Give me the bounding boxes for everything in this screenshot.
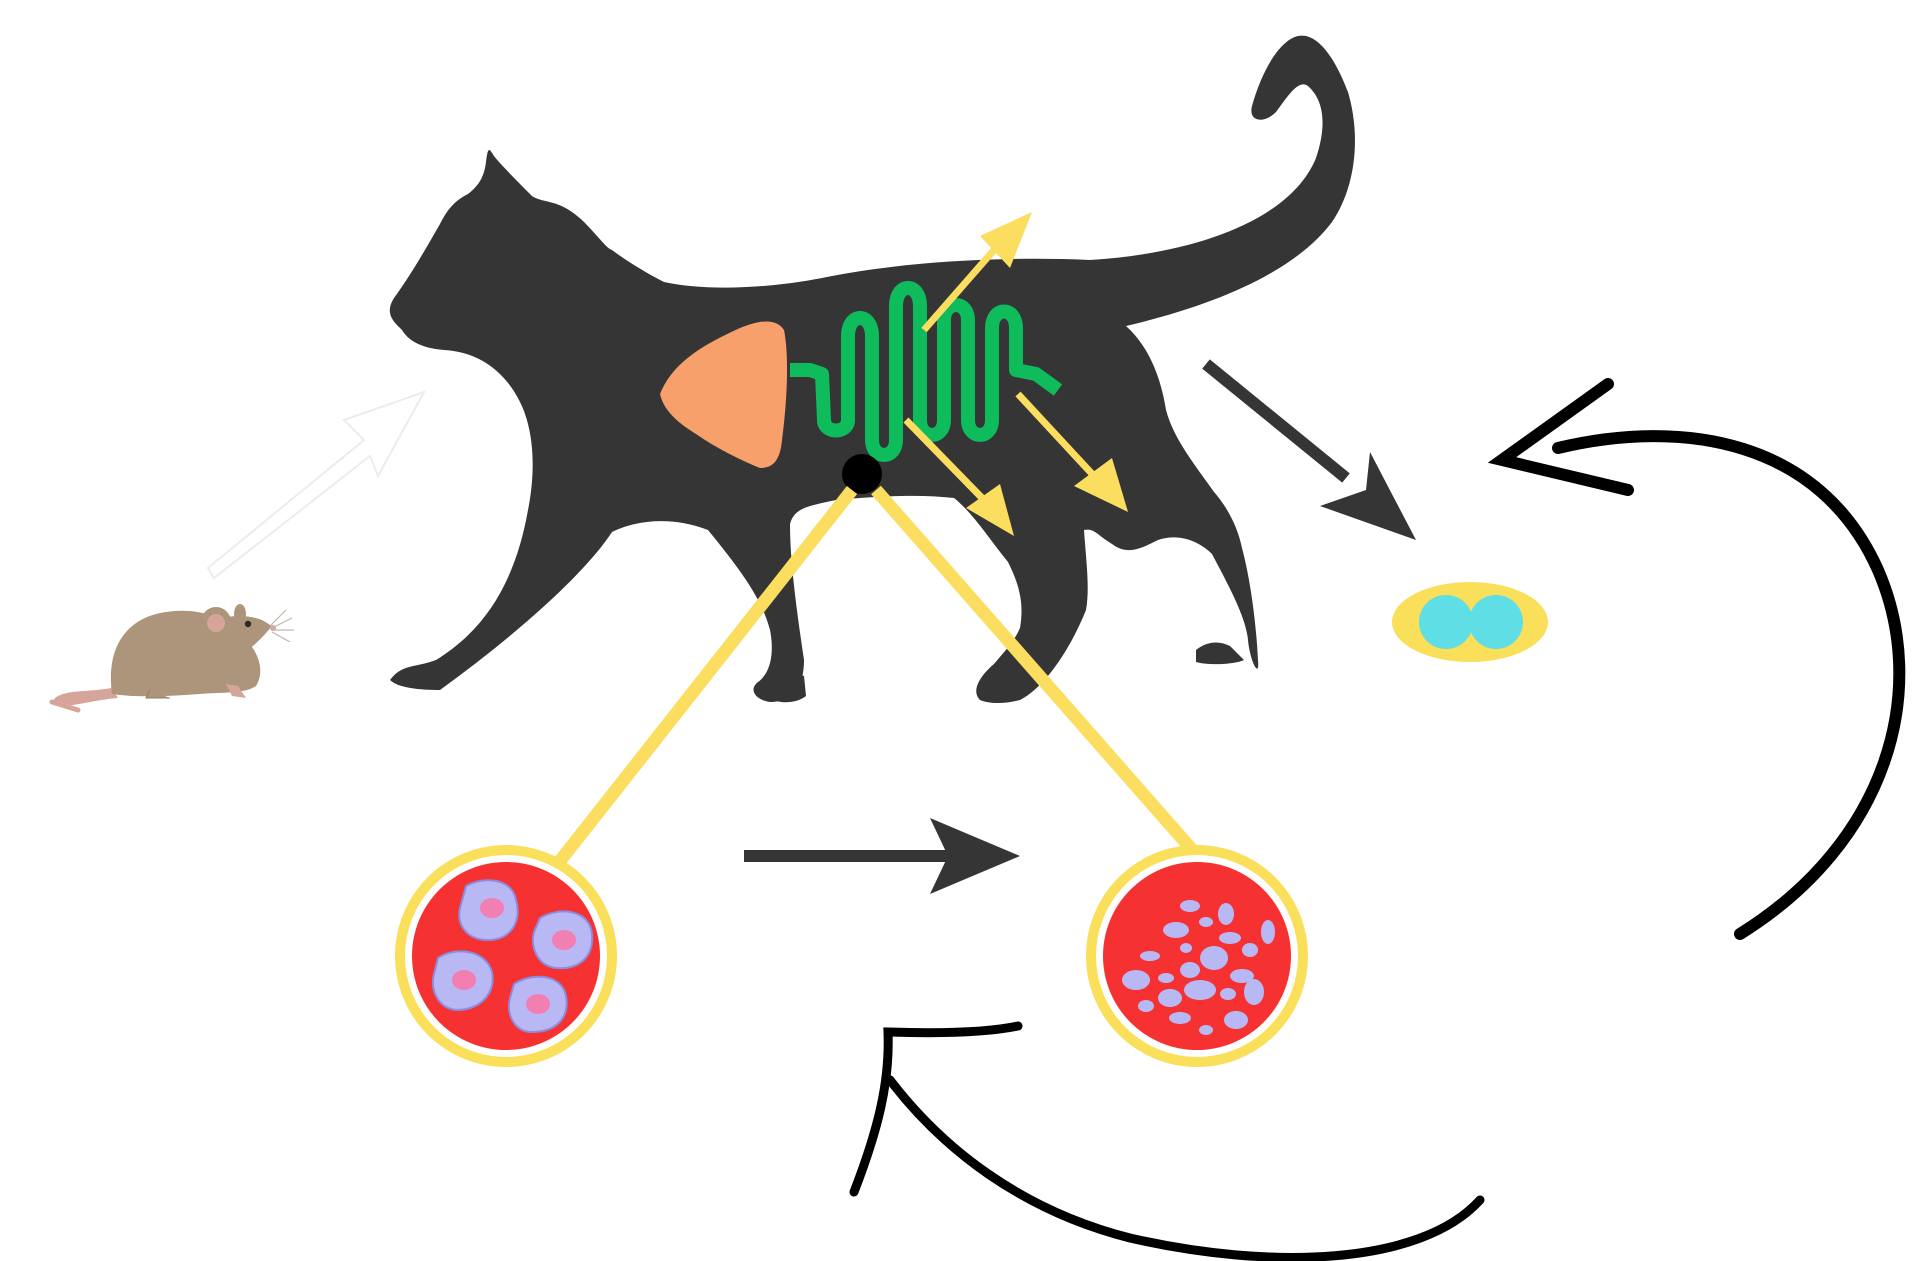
ingestion-arrow <box>208 392 424 578</box>
mouse-icon <box>52 604 294 710</box>
sporulated-oocyst-icon <box>1392 582 1548 662</box>
curved-return-arrow-right <box>1502 384 1899 934</box>
infected-cells-inset-icon <box>400 850 612 1062</box>
replication-arrow <box>744 818 1020 894</box>
magnification-lines <box>556 490 1194 866</box>
released-parasites-inset-icon <box>1091 850 1303 1062</box>
shedding-arrow <box>1206 364 1416 540</box>
